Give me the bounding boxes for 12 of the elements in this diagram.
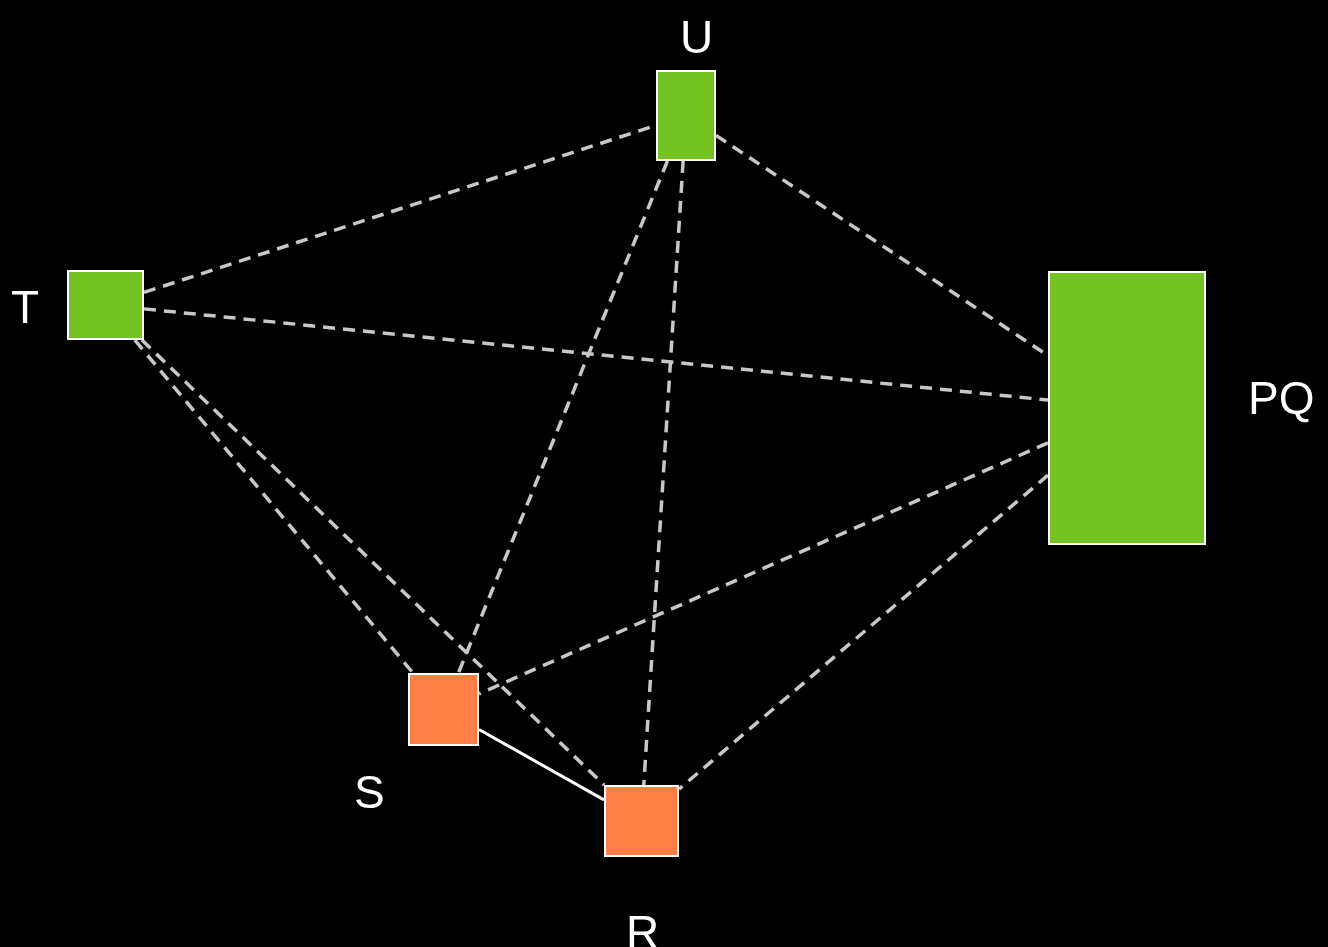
node-label: S xyxy=(354,769,385,815)
dashed-line xyxy=(478,441,1049,696)
dashed-line xyxy=(677,473,1050,791)
dashed-line xyxy=(133,338,415,675)
node-label: U xyxy=(680,14,714,60)
node-label: T xyxy=(11,284,40,330)
dashed-line xyxy=(140,338,606,787)
solid-line xyxy=(478,728,605,802)
dashed-line xyxy=(143,307,1049,402)
dashed-line xyxy=(456,160,670,674)
node-label: PQ xyxy=(1248,375,1315,421)
dashed-line xyxy=(642,160,685,786)
